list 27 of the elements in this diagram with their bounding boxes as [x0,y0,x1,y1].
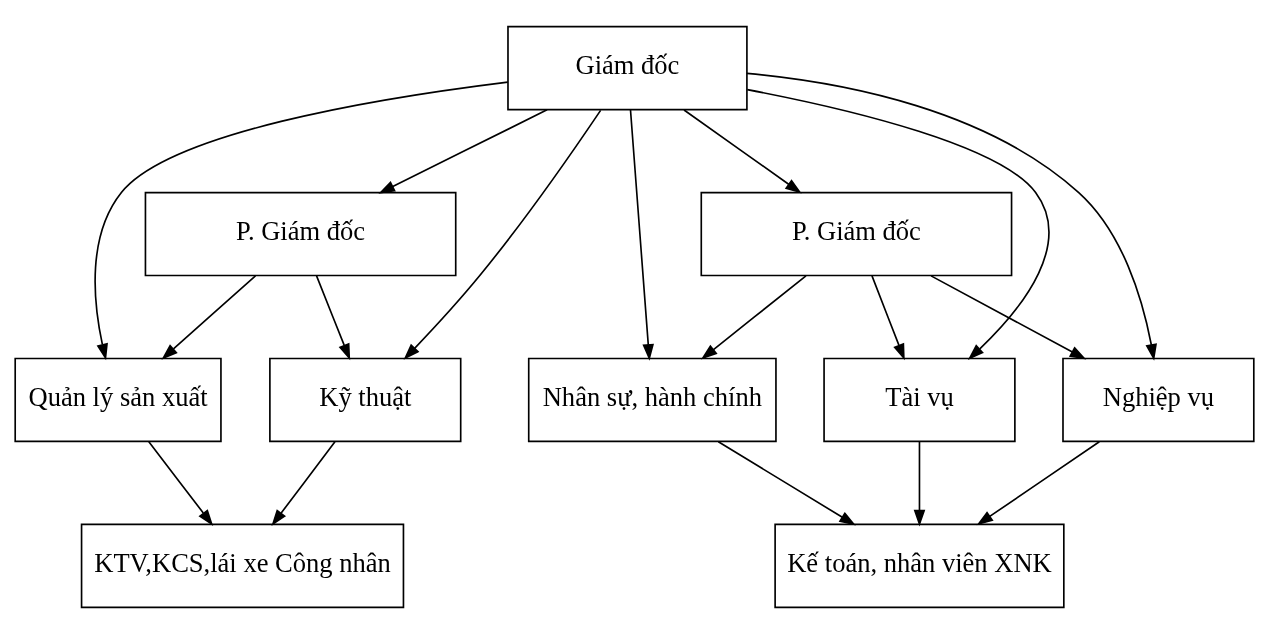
arrow [94,80,509,360]
node-box: Nghiệp vụ [1062,357,1255,442]
arrow [629,108,655,361]
arrow [746,88,1050,360]
arrow [161,274,257,360]
node-box: Kế toán, nhân viên XNK [774,523,1065,608]
arrow [315,274,351,360]
arrow [717,440,856,525]
node-box: Quản lý sản xuất [14,357,222,442]
arrow [378,108,548,194]
arrow [913,440,926,526]
arrow [403,109,602,360]
node-box: Tài vụ [823,357,1016,442]
arrow [700,274,807,360]
node-box: KTV,KCS,lái xe Công nhân [80,523,405,608]
node-box: P. Giám đốc [700,191,1013,276]
arrow [271,440,336,526]
arrow [148,440,214,526]
node-box: Giám đốc [507,25,748,110]
arrow [930,274,1087,359]
node-box: P. Giám đốc [144,191,457,276]
arrow [976,440,1101,525]
node-box: Nhân sự, hành chính [527,357,777,442]
arrow [683,108,802,194]
arrow [871,274,905,360]
node-box: Kỹ thuật [269,357,462,442]
arrow [746,72,1157,361]
